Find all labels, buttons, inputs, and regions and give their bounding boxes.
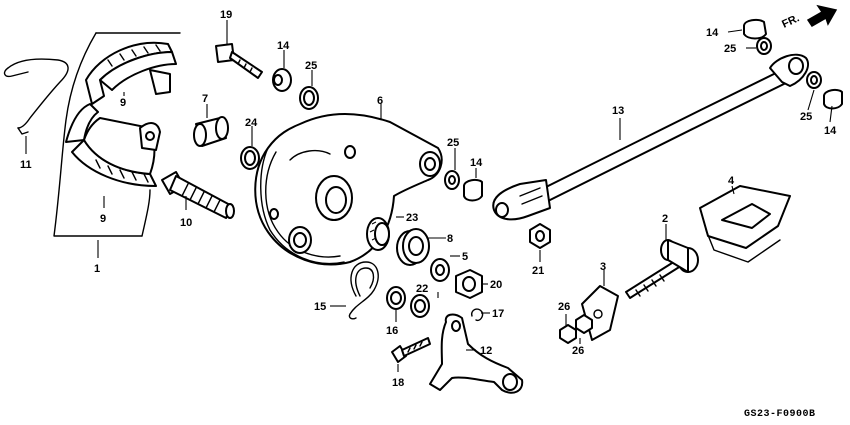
- part-18-bolt: [391, 337, 431, 363]
- part-21-nut: [529, 223, 551, 249]
- part-7-collar: [193, 116, 229, 147]
- part-13-torque-link: [492, 53, 809, 221]
- diagram-reference-code: GS23-F0900B: [744, 409, 816, 420]
- part-15-return-spring: [348, 261, 379, 320]
- callout-21: 21: [532, 265, 544, 277]
- callout-12: 12: [480, 345, 492, 357]
- part-8-bearing: [396, 228, 430, 266]
- callout-25-mid: 25: [447, 137, 459, 149]
- callout-1: 1: [94, 263, 100, 275]
- part-17-cotter-pin: [470, 308, 484, 322]
- part-10-brake-cam: [161, 171, 235, 219]
- part-20-nut: [455, 269, 483, 299]
- callout-5: 5: [462, 251, 468, 263]
- part-9-brake-shoe-lower: [65, 103, 161, 187]
- leader-lines: [25, 20, 833, 372]
- callout-6: 6: [377, 95, 383, 107]
- part-25-washer-mid: [444, 170, 460, 190]
- part-25-washer-top-right: [756, 37, 772, 55]
- part-14-nut-mid: [463, 178, 483, 202]
- callout-9-lower: 9: [100, 213, 106, 225]
- callout-7: 7: [202, 93, 208, 105]
- callout-26-upper: 26: [558, 301, 570, 313]
- part-25-washer-top-left: [299, 86, 319, 110]
- callout-15: 15: [314, 301, 326, 313]
- part-14-nut-top-left: [272, 68, 292, 92]
- part-16-washer: [386, 286, 406, 310]
- part-1-brake-shoe-set-outline: [53, 32, 181, 237]
- part-19-bolt: [215, 43, 263, 79]
- callout-11: 11: [20, 159, 32, 171]
- callout-19: 19: [220, 9, 232, 21]
- part-11-spring-clip: [3, 58, 69, 135]
- callout-9-upper: 9: [120, 97, 126, 109]
- part-26-nut-lower: [575, 314, 593, 334]
- callout-13: 13: [612, 105, 624, 117]
- callout-24: 24: [245, 117, 258, 129]
- callout-25-top-left: 25: [305, 60, 317, 72]
- callout-4: 4: [728, 175, 735, 187]
- callout-25-right: 25: [800, 111, 812, 123]
- part-26-nut-upper: [559, 324, 577, 344]
- callout-8: 8: [447, 233, 453, 245]
- callout-17: 17: [492, 308, 504, 320]
- part-14-nut-right: [823, 88, 843, 110]
- part-9-brake-shoe-upper: [85, 41, 177, 105]
- part-4-stopper-bracket: [699, 185, 791, 263]
- callout-14-top-left: 14: [277, 40, 290, 52]
- svg-text:FR.: FR.: [780, 12, 801, 30]
- callout-14-right: 14: [824, 125, 837, 137]
- callout-labels: 1 9 9 10 11 7 19 14 25 24 6 23 8 5 20 22…: [20, 9, 837, 389]
- part-23-seal: [366, 217, 390, 251]
- part-25-washer-right: [806, 71, 822, 89]
- part-22-washer: [410, 294, 430, 318]
- part-6-brake-panel: [254, 113, 443, 266]
- callout-20: 20: [490, 279, 502, 291]
- callout-26-lower: 26: [572, 345, 584, 357]
- callout-22: 22: [416, 283, 428, 295]
- callout-10: 10: [180, 217, 192, 229]
- callout-14-mid: 14: [470, 157, 483, 169]
- callout-14-top-right: 14: [706, 27, 719, 39]
- part-5-collar: [430, 258, 450, 282]
- part-2-stopper-bolt: [625, 239, 699, 299]
- part-14-nut-top-right: [743, 18, 767, 40]
- callout-25-top-right: 25: [724, 43, 736, 55]
- callout-3: 3: [600, 261, 606, 273]
- callout-23: 23: [406, 212, 418, 224]
- part-24-washer: [240, 146, 260, 170]
- callout-18: 18: [392, 377, 404, 389]
- front-direction-arrow: FR.: [780, 4, 838, 31]
- part-12-brake-arm: [429, 313, 524, 394]
- callout-16: 16: [386, 325, 398, 337]
- callout-2: 2: [662, 213, 668, 225]
